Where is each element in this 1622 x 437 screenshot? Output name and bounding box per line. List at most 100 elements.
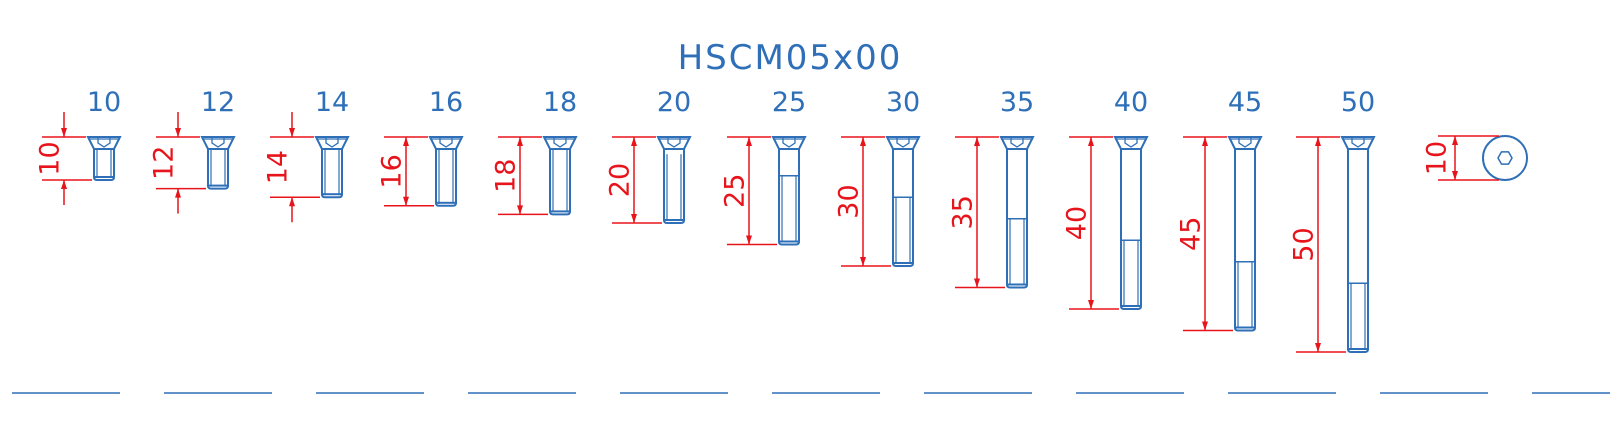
end-view: 10 <box>1422 135 1528 181</box>
dimension-arrow-top <box>860 137 866 146</box>
dimension-arrow-top <box>289 128 295 137</box>
end-dimension-arrow-bottom <box>1452 171 1458 180</box>
dimension-text-backing <box>1065 205 1087 241</box>
dimension-arrow-top <box>1315 137 1321 146</box>
screw-shank <box>93 148 115 178</box>
screw-40: 40 40 <box>1062 87 1149 310</box>
screw-length-label: 50 <box>1341 87 1375 118</box>
screw-length-label: 45 <box>1228 87 1262 118</box>
screw-10: 10 10 <box>35 87 122 205</box>
dimension-value: 20 <box>605 163 636 197</box>
screw-tip <box>1234 327 1256 332</box>
dimension-value: 45 <box>1176 217 1207 251</box>
dimension-arrow-top <box>1202 137 1208 146</box>
screw-tip <box>93 176 115 181</box>
dimension-value: 10 <box>35 141 66 175</box>
screw-shank <box>549 148 571 213</box>
screw-shank <box>435 148 457 204</box>
screw-length-label: 18 <box>543 87 577 118</box>
dimension-value: 30 <box>834 184 865 218</box>
dimension-text-backing <box>951 194 973 231</box>
dimension-arrow-top <box>746 137 752 146</box>
hex-socket <box>782 137 796 148</box>
dimension-text-backing <box>837 183 859 220</box>
dimension-arrow-top <box>974 137 980 146</box>
screw-shank <box>207 148 229 187</box>
hex-socket <box>1124 137 1138 148</box>
screw-length-label: 25 <box>772 87 806 118</box>
hex-socket <box>211 137 225 148</box>
dimension-text-backing <box>266 149 288 186</box>
screw-12: 12 12 <box>149 87 236 214</box>
screw-tip <box>1120 305 1142 310</box>
dimension-arrow-top <box>403 137 409 146</box>
dimension-text-backing <box>1179 215 1201 252</box>
screw-shank <box>1234 148 1256 329</box>
hex-socket <box>1010 137 1024 148</box>
dimension-value: 50 <box>1289 227 1320 261</box>
dimension-text-backing <box>608 162 630 198</box>
screw-35: 35 35 <box>948 87 1035 289</box>
screw-length-label: 35 <box>1000 87 1034 118</box>
dimension-value: 12 <box>149 146 180 180</box>
screw-45: 45 45 <box>1176 87 1263 332</box>
screw-length-label: 30 <box>886 87 920 118</box>
hex-socket <box>667 137 681 148</box>
screw-shank <box>1006 148 1028 286</box>
head-outline-circle <box>1482 135 1528 181</box>
end-dimension-value: 10 <box>1422 141 1453 175</box>
screw-length-label: 14 <box>315 87 349 118</box>
screw-length-label: 40 <box>1114 87 1148 118</box>
screw-length-label: 12 <box>201 87 235 118</box>
hex-socket <box>1351 137 1365 148</box>
screw-shank <box>321 148 343 196</box>
screw-length-label: 10 <box>87 87 121 118</box>
hex-socket <box>439 137 453 148</box>
screw-tip <box>207 185 229 190</box>
dimension-arrow-bottom <box>860 257 866 266</box>
screw-30: 30 30 <box>834 87 921 267</box>
screw-shank <box>778 148 800 243</box>
dimension-arrow-bottom <box>403 196 409 206</box>
screw-tip <box>435 202 457 207</box>
dimension-text-backing <box>494 157 516 194</box>
dimension-arrow-bottom <box>974 278 980 288</box>
screw-tip <box>321 194 343 199</box>
screw-shank <box>1120 148 1142 307</box>
dimension-arrow-top <box>1088 137 1094 146</box>
dimension-value: 40 <box>1062 206 1093 240</box>
dimension-text-backing <box>1292 226 1314 263</box>
dimension-value: 14 <box>263 150 294 184</box>
hex-socket <box>896 137 910 148</box>
dimension-arrow-top <box>175 128 181 137</box>
dimension-value: 35 <box>948 195 979 229</box>
screw-tip <box>1006 284 1028 289</box>
screw-shank <box>892 148 914 264</box>
hex-socket <box>97 137 111 148</box>
screw-length-label: 20 <box>657 87 691 118</box>
dimension-arrow-bottom <box>289 197 295 207</box>
dimension-arrow-bottom <box>1088 300 1094 309</box>
screw-series: 1010121214141616181820202525303035354040… <box>35 87 1376 353</box>
screw-14: 14 14 <box>263 87 350 223</box>
dimension-value: 16 <box>377 154 408 188</box>
dimension-arrow-bottom <box>517 205 523 215</box>
hex-socket <box>1238 137 1252 148</box>
hex-socket <box>553 137 567 148</box>
dimension-arrow-bottom <box>61 180 67 189</box>
screw-shank <box>663 148 685 221</box>
dimension-arrow-top <box>61 128 67 137</box>
screw-length-label: 16 <box>429 87 463 118</box>
screw-tip <box>549 211 571 216</box>
screw-50: 50 50 <box>1289 87 1376 353</box>
dimension-arrow-bottom <box>1315 343 1321 352</box>
screw-tip <box>1347 348 1369 353</box>
dimension-text-backing <box>380 153 402 190</box>
screw-tip <box>663 219 685 224</box>
dimension-text-backing <box>38 140 60 177</box>
hex-socket <box>325 137 339 148</box>
dimension-value: 25 <box>720 174 751 208</box>
